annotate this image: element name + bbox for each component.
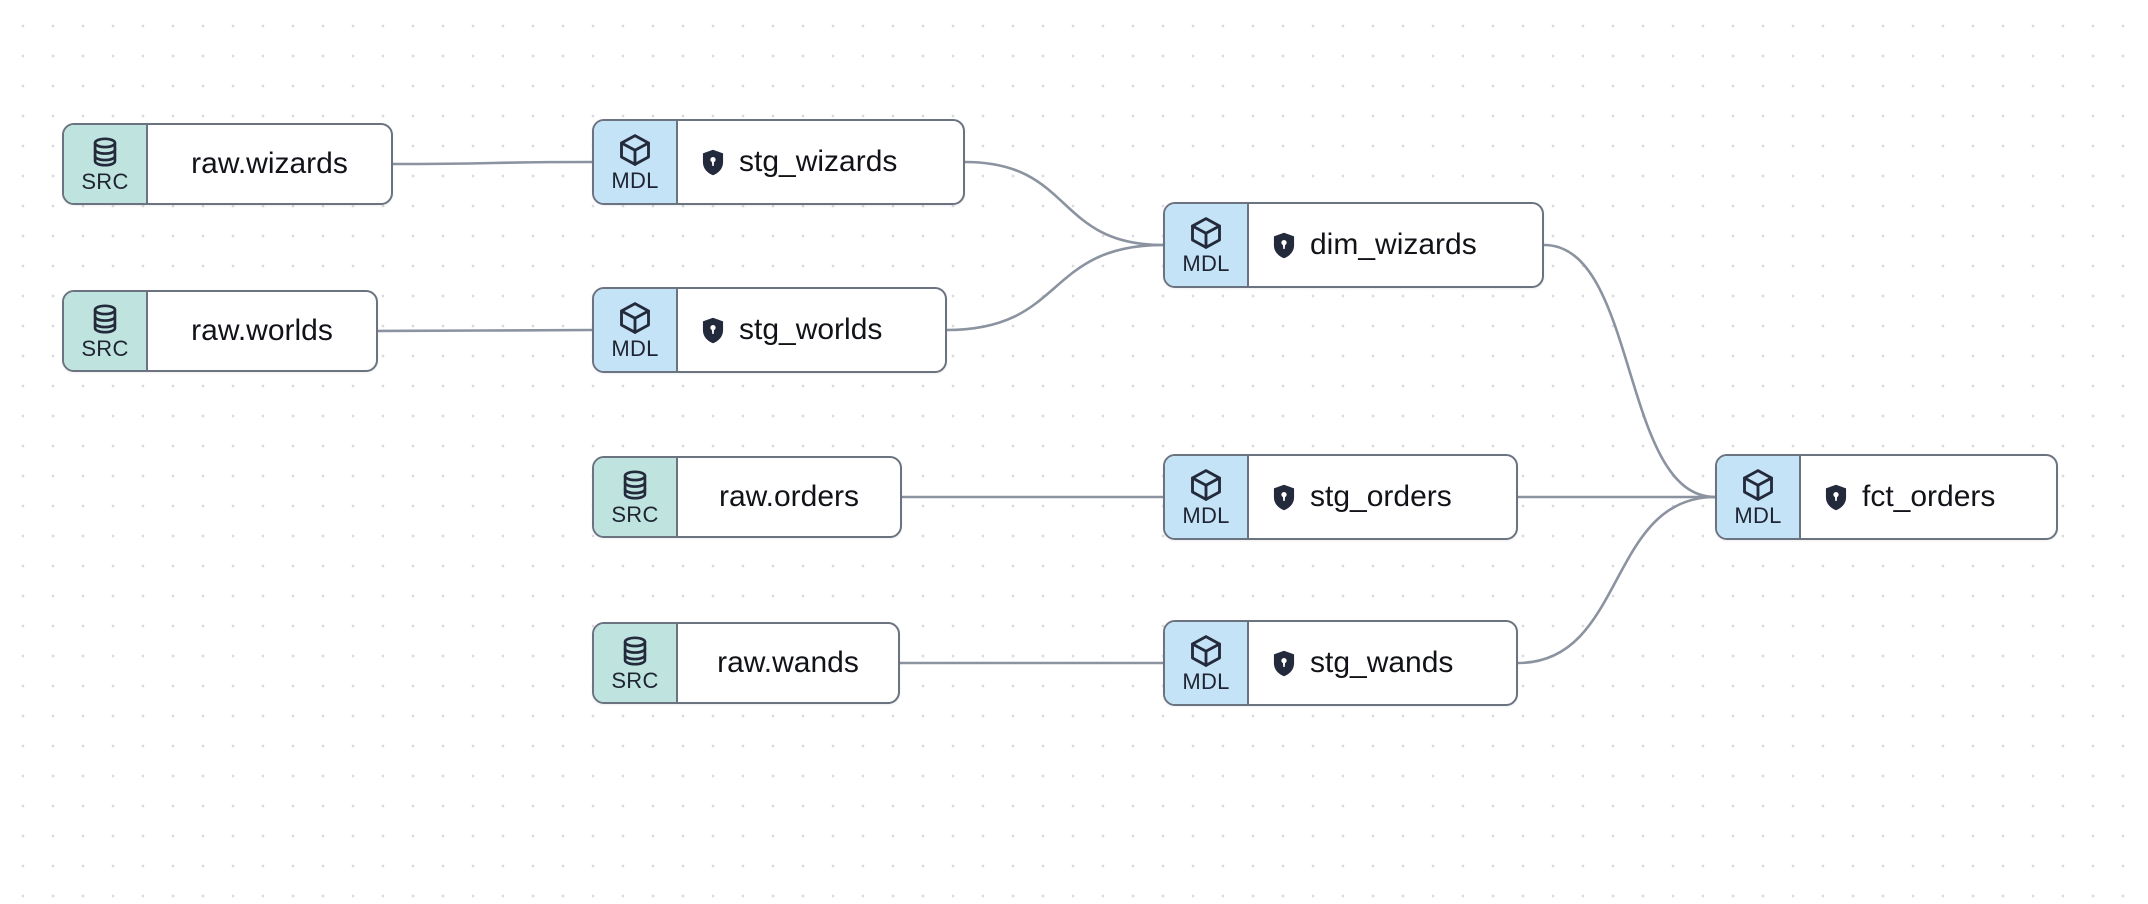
node-type-label: SRC [611,667,659,693]
node-stg_wizards[interactable]: MDL stg_wizards [592,119,965,205]
cube-icon [1188,215,1224,251]
node-stg_orders[interactable]: MDL stg_orders [1163,454,1518,540]
shield-lock-icon [1823,483,1849,512]
node-body: stg_wizards [678,121,963,203]
edge-stg_worlds-to-dim_wizards [945,243,1165,332]
node-raw_wizards[interactable]: SRC raw.wizards [62,123,393,205]
node-type-badge-mdl: MDL [1717,456,1801,538]
node-raw_orders[interactable]: SRC raw.orders [592,456,902,538]
database-icon [88,135,122,169]
node-stg_wands[interactable]: MDL stg_wands [1163,620,1518,706]
node-body: raw.wizards [148,125,391,203]
node-type-badge-mdl: MDL [594,121,678,203]
edge-stg_wands-to-fct_orders [1516,495,1717,665]
cube-icon [1188,633,1224,669]
node-type-label: MDL [1734,502,1782,528]
node-type-badge-mdl: MDL [1165,204,1249,286]
node-type-label: SRC [81,168,129,194]
node-label: stg_wands [1310,646,1454,679]
node-label: raw.wizards [191,147,348,180]
node-type-label: MDL [1182,502,1230,528]
edge-dim_wizards-to-fct_orders [1542,243,1717,499]
node-type-badge-src: SRC [64,292,148,370]
database-icon [618,634,652,668]
node-type-badge-src: SRC [594,458,678,536]
node-body: raw.orders [678,458,900,536]
node-body: fct_orders [1801,456,2056,538]
node-type-badge-mdl: MDL [1165,456,1249,538]
cube-icon [1740,467,1776,503]
node-label: raw.worlds [191,314,333,347]
node-type-badge-mdl: MDL [594,289,678,371]
shield-lock-icon [1271,231,1297,260]
node-fct_orders[interactable]: MDL fct_orders [1715,454,2058,540]
node-body: stg_orders [1249,456,1516,538]
node-stg_worlds[interactable]: MDL stg_worlds [592,287,947,373]
node-type-label: MDL [1182,250,1230,276]
node-label: stg_orders [1310,480,1452,513]
node-label: stg_worlds [739,313,883,346]
node-body: stg_wands [1249,622,1516,704]
edge-stg_wizards-to-dim_wizards [963,160,1165,247]
node-type-label: MDL [611,335,659,361]
node-body: stg_worlds [678,289,945,371]
node-body: dim_wizards [1249,204,1542,286]
cube-icon [617,300,653,336]
database-icon [88,302,122,336]
node-type-badge-src: SRC [594,624,678,702]
node-type-label: MDL [1182,668,1230,694]
node-type-label: MDL [611,167,659,193]
edge-raw_wizards-to-stg_wizards [391,160,594,166]
edge-raw_worlds-to-stg_worlds [376,328,594,333]
node-body: raw.wands [678,624,898,702]
cube-icon [617,132,653,168]
database-icon [618,468,652,502]
node-type-label: SRC [611,501,659,527]
node-body: raw.worlds [148,292,376,370]
node-type-badge-src: SRC [64,125,148,203]
shield-lock-icon [700,148,726,177]
shield-lock-icon [700,316,726,345]
node-raw_wands[interactable]: SRC raw.wands [592,622,900,704]
shield-lock-icon [1271,649,1297,678]
node-label: fct_orders [1862,480,1996,513]
node-label: raw.orders [718,480,860,513]
node-raw_worlds[interactable]: SRC raw.worlds [62,290,378,372]
cube-icon [1188,467,1224,503]
node-type-badge-mdl: MDL [1165,622,1249,704]
node-dim_wizards[interactable]: MDL dim_wizards [1163,202,1544,288]
node-label: raw.wands [717,646,859,679]
node-label: dim_wizards [1310,228,1477,261]
node-label: stg_wizards [739,145,898,178]
shield-lock-icon [1271,483,1297,512]
node-type-label: SRC [81,335,129,361]
